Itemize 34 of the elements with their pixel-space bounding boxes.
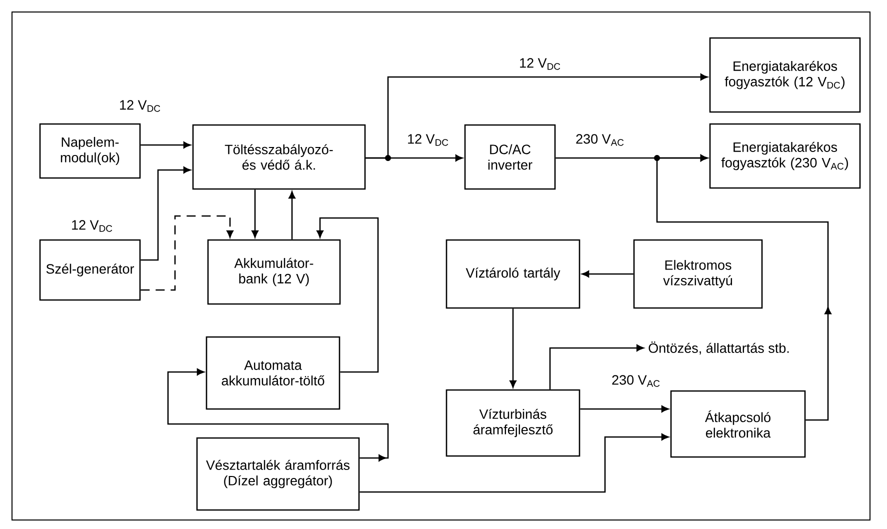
- process-box: Elektromos vízszivattyú: [633, 239, 763, 309]
- process-box: Energiatakarékos fogyasztók (230 V$_{AC}$): [709, 123, 861, 189]
- process-box: Akkumulátor-bank (12 V): [207, 239, 341, 305]
- arrow: [549, 344, 644, 390]
- arrow: [140, 142, 191, 148]
- arrow: [656, 154, 832, 421]
- arrow: [360, 434, 669, 493]
- arrow: [140, 166, 191, 261]
- process-box: DC/AC inverter: [464, 124, 556, 190]
- process-box: Vízturbinás áramfejlesztő: [446, 389, 580, 457]
- process-box: Víztároló tartály: [446, 239, 580, 309]
- arrow: [366, 154, 463, 162]
- process-box: Automata akkumulátor-töltő: [206, 336, 340, 410]
- edge-label: 230 V$_{AC}$: [576, 134, 624, 146]
- edge-label: 230 V$_{AC}$: [612, 375, 660, 387]
- arrow: [580, 406, 669, 412]
- arrow: [510, 308, 516, 388]
- arrow: [582, 270, 634, 278]
- arrow: [316, 217, 379, 373]
- edge-label: 12 V$_{DC}$: [520, 58, 560, 70]
- edge-label: 12 V$_{DC}$: [120, 100, 160, 112]
- arrow: [288, 191, 296, 240]
- arrow: [140, 215, 234, 291]
- process-box: Átkapcsoló elektronika: [670, 390, 806, 458]
- arrow: [252, 190, 258, 238]
- arrow: [167, 368, 389, 462]
- process-box: Vésztartalék áramforrás (Dízel aggregátor): [196, 437, 360, 511]
- process-box: Szél-generátor: [39, 239, 141, 301]
- process-box: Napelem-modul(ok): [39, 123, 141, 179]
- edge-label: 12 V$_{DC}$: [72, 220, 112, 232]
- edge-label: 12 V$_{DC}$: [408, 134, 448, 146]
- process-box: Energiatakarékos fogyasztók (12 V$_{DC}$): [709, 37, 861, 113]
- process-box: Töltésszabályozó- és védő á.k.: [192, 124, 366, 190]
- text-label: Öntözés, állattartás stb.: [648, 341, 789, 354]
